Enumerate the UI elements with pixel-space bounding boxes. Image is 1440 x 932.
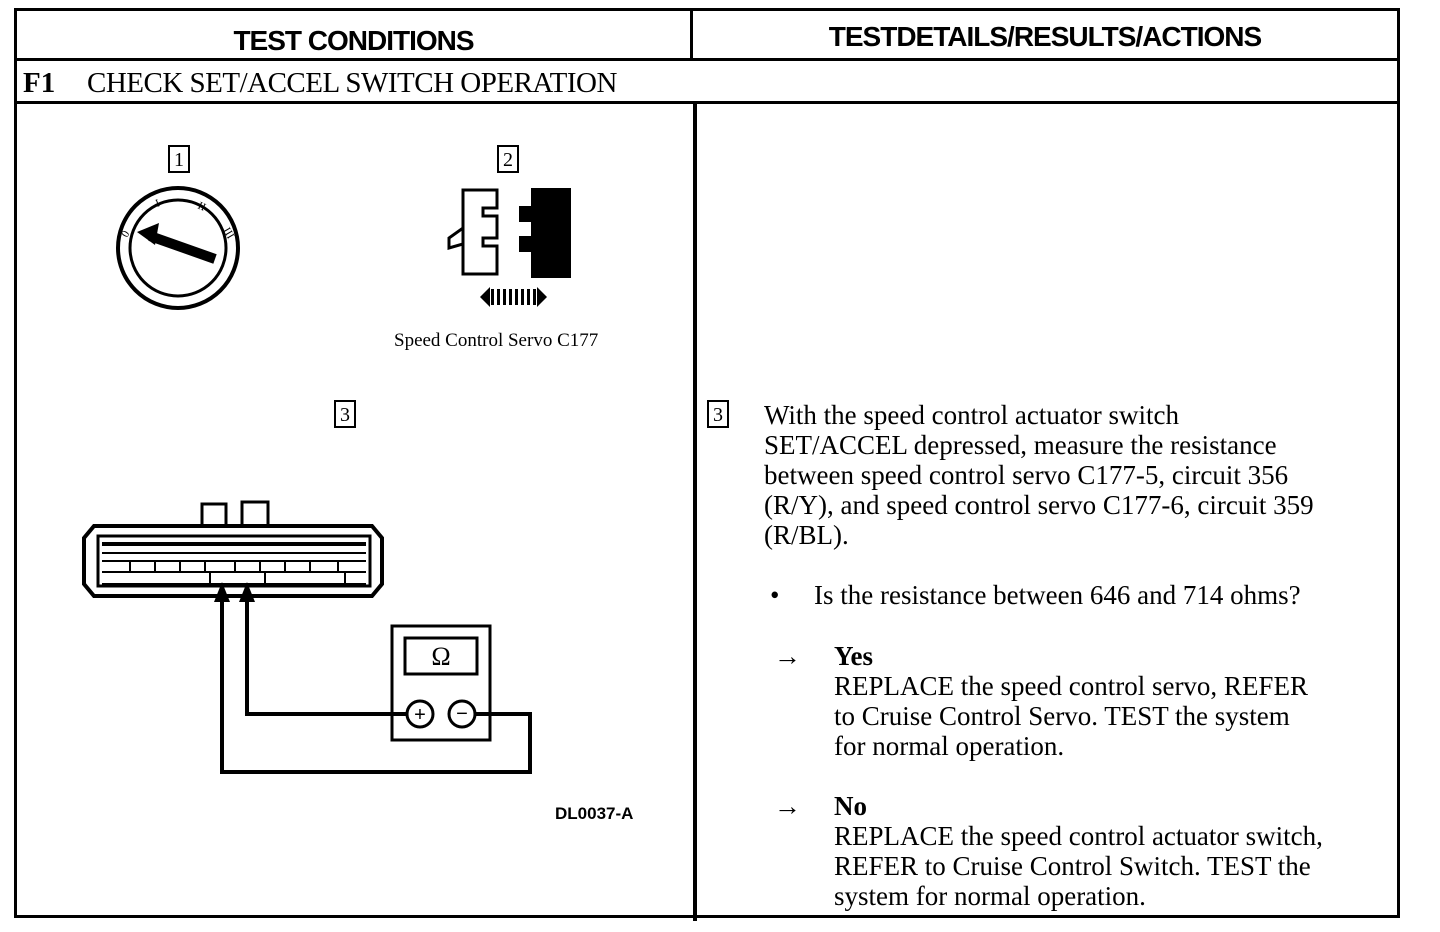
no-action-line: REFER to Cruise Control Switch. TEST the xyxy=(834,851,1311,881)
instruction-line: With the speed control actuator switch xyxy=(764,400,1180,430)
no-action: REPLACE the speed control actuator switc… xyxy=(834,821,1323,911)
step-id: F1 xyxy=(23,67,56,99)
ignition-switch-icon: 0 I II III xyxy=(116,186,240,310)
bullet-icon: • xyxy=(770,580,780,610)
connector-caption: Speed Control Servo C177 xyxy=(394,330,599,351)
yes-label: Yes xyxy=(834,641,873,671)
callout-3: 3 xyxy=(334,400,356,428)
figure-id: DL0037-A xyxy=(555,804,634,823)
no-action-line: REPLACE the speed control actuator switc… xyxy=(834,821,1323,851)
yes-action: REPLACE the speed control servo, REFER t… xyxy=(834,671,1308,761)
instruction-line: (R/BL). xyxy=(764,520,849,550)
instruction-line: between speed control servo C177-5, circ… xyxy=(764,460,1289,490)
yes-arrow-icon: → xyxy=(774,641,801,671)
no-label: No xyxy=(834,791,867,821)
instruction-line: (R/Y), and speed control servo C177-6, c… xyxy=(764,490,1314,520)
instruction-text: With the speed control actuator switch S… xyxy=(764,400,1314,550)
no-arrow-icon: → xyxy=(774,791,801,821)
test-table: TEST CONDITIONS TESTDETAILS/RESULTS/ACTI… xyxy=(14,8,1400,921)
yes-action-line: for normal operation. xyxy=(834,731,1065,761)
yes-action-line: to Cruise Control Servo. TEST the system xyxy=(834,701,1290,731)
connector-disconnect-icon xyxy=(447,188,571,307)
ohm-symbol: Ω xyxy=(431,642,450,671)
yes-action-line: REPLACE the speed control servo, REFER xyxy=(834,671,1308,701)
minus-terminal: − xyxy=(456,703,468,725)
ignition-pos-0: 0 xyxy=(119,228,132,239)
resistance-question: Is the resistance between 646 and 714 oh… xyxy=(814,580,1301,610)
step-title: CHECK SET/ACCEL SWITCH OPERATION xyxy=(87,67,617,99)
instruction-line: SET/ACCEL depressed, measure the resista… xyxy=(764,430,1277,460)
no-action-line: system for normal operation. xyxy=(834,881,1146,911)
column-divider xyxy=(693,101,697,921)
ohmmeter-test-diagram: Ω + − xyxy=(82,500,532,774)
callout-1: 1 xyxy=(168,145,190,173)
details-callout-3: 3 xyxy=(707,400,729,428)
step-title-row: F1 CHECK SET/ACCEL SWITCH OPERATION xyxy=(17,61,1397,104)
plus-terminal: + xyxy=(414,704,426,726)
callout-2: 2 xyxy=(497,145,519,173)
ignition-pos-1: I xyxy=(154,197,162,210)
table-header: TEST CONDITIONS TESTDETAILS/RESULTS/ACTI… xyxy=(17,11,1397,61)
header-test-conditions: TEST CONDITIONS xyxy=(17,11,693,58)
header-test-details: TESTDETAILS/RESULTS/ACTIONS xyxy=(828,21,1262,52)
